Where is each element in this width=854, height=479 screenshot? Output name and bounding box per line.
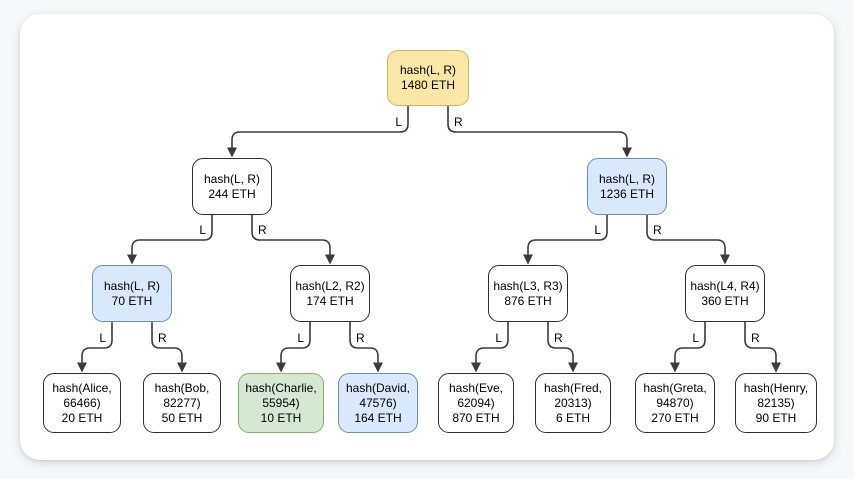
node-hash-label: hash(Eve, 62094): [448, 380, 504, 410]
node-hash-label: hash(L, R): [103, 278, 161, 293]
node-hash-label: hash(Alice, 66466): [52, 380, 112, 410]
node-amount-label: 876 ETH: [504, 293, 552, 308]
tree-node-leaf-alice[interactable]: hash(Alice, 66466)20 ETH: [43, 373, 121, 433]
tree-node-leaf-henry[interactable]: hash(Henry, 82135)90 ETH: [735, 373, 817, 433]
node-amount-label: 10 ETH: [260, 410, 302, 425]
node-amount-label: 20 ETH: [61, 410, 103, 425]
tree-node-leaf-david[interactable]: hash(David, 47576)164 ETH: [338, 373, 418, 433]
tree-node-branch-l[interactable]: hash(L, R)244 ETH: [192, 158, 272, 215]
tree-node-leaf-bob[interactable]: hash(Bob, 82277)50 ETH: [143, 373, 221, 433]
node-hash-label: hash(Greta, 94870): [643, 380, 707, 410]
tree-node-branch-rl[interactable]: hash(L3, R3)876 ETH: [488, 265, 568, 322]
node-hash-label: hash(L, R): [598, 171, 656, 186]
node-hash-label: hash(Henry, 82135): [743, 380, 809, 410]
node-hash-label: hash(L, R): [399, 63, 457, 77]
tree-node-branch-rr[interactable]: hash(L4, R4)360 ETH: [685, 265, 765, 322]
node-hash-label: hash(Charlie, 55954): [245, 380, 317, 410]
tree-node-branch-lr[interactable]: hash(L2, R2)174 ETH: [290, 265, 370, 322]
node-amount-label: 360 ETH: [701, 293, 749, 308]
node-hash-label: hash(L2, R2): [295, 278, 365, 293]
node-amount-label: 1480 ETH: [400, 78, 456, 92]
node-hash-label: hash(David, 47576): [345, 380, 411, 410]
node-hash-label: hash(L, R): [203, 171, 261, 186]
node-hash-label: hash(Bob, 82277): [154, 380, 210, 410]
node-amount-label: 870 ETH: [452, 410, 500, 425]
node-amount-label: 1236 ETH: [599, 186, 655, 201]
node-amount-label: 90 ETH: [755, 410, 797, 425]
tree-node-leaf-greta[interactable]: hash(Greta, 94870)270 ETH: [635, 373, 715, 433]
node-hash-label: hash(L4, R4): [690, 278, 760, 293]
tree-node-branch-r[interactable]: hash(L, R)1236 ETH: [587, 158, 667, 215]
tree-node-leaf-charlie[interactable]: hash(Charlie, 55954)10 ETH: [238, 373, 324, 433]
node-hash-label: hash(Fred, 20313): [543, 380, 603, 410]
tree-node-leaf-fred[interactable]: hash(Fred, 20313)6 ETH: [535, 373, 611, 433]
node-amount-label: 270 ETH: [651, 410, 699, 425]
tree-node-root[interactable]: hash(L, R)1480 ETH: [387, 50, 469, 106]
node-amount-label: 244 ETH: [208, 186, 256, 201]
node-hash-label: hash(L3, R3): [493, 278, 563, 293]
node-amount-label: 6 ETH: [555, 410, 590, 425]
node-amount-label: 70 ETH: [111, 293, 153, 308]
node-amount-label: 164 ETH: [354, 410, 402, 425]
node-amount-label: 50 ETH: [161, 410, 203, 425]
tree-node-branch-ll[interactable]: hash(L, R)70 ETH: [92, 265, 172, 322]
tree-node-leaf-eve[interactable]: hash(Eve, 62094)870 ETH: [438, 373, 514, 433]
node-amount-label: 174 ETH: [306, 293, 354, 308]
